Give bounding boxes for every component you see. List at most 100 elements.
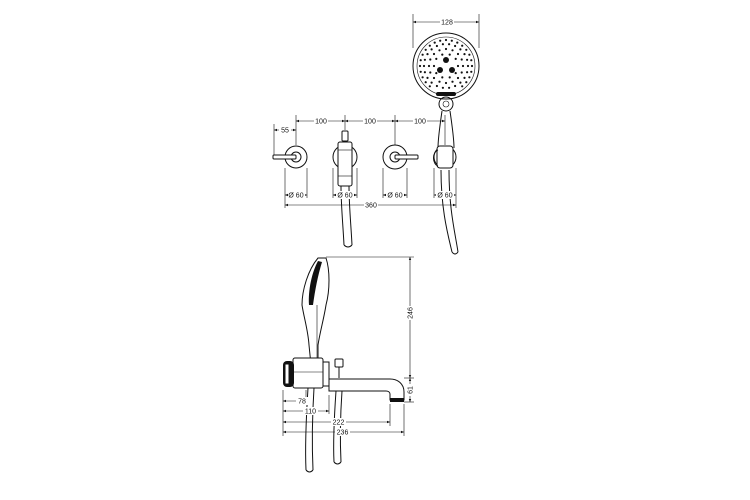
nozzle-dot: [435, 44, 438, 48]
nozzle-dot: [441, 43, 444, 46]
nozzle-dot: [428, 44, 431, 47]
front-view: 128 55 100 100 100 Ø 60 Ø 60 Ø 60 Ø 60 3…: [272, 14, 480, 255]
dim-spacing-3: 100: [414, 119, 426, 126]
nozzle-dot: [441, 86, 444, 89]
nozzle-dot: [444, 81, 448, 85]
nozzle-dot: [465, 48, 468, 51]
nozzle-dot: [456, 52, 460, 56]
nozzle-dot: [444, 38, 448, 42]
dim-height-246: 246: [408, 307, 415, 319]
nozzle-dot: [468, 76, 471, 79]
dim-spout-236: 236: [337, 430, 349, 437]
nozzle-dot: [470, 59, 473, 62]
nozzle-dot: [438, 49, 441, 52]
dim-spacing-1: 100: [315, 119, 327, 126]
nozzle-dot: [466, 58, 469, 61]
hand-shower-head: [412, 32, 480, 149]
dim-diameter-2: Ø 60: [337, 193, 352, 200]
dim-overall-width: 360: [365, 203, 377, 210]
nozzle-dot: [441, 76, 444, 79]
dim-diameter-1: Ø 60: [288, 193, 303, 200]
nozzle-dot: [432, 52, 436, 56]
nozzle-dot: [427, 64, 431, 68]
nozzle-dot: [433, 41, 436, 44]
nozzle-dot: [426, 53, 429, 56]
nozzle-dot: [456, 41, 459, 44]
diverter-knob-side: [334, 358, 344, 378]
nozzle-dot: [430, 81, 433, 84]
nozzle-dot: [454, 72, 457, 75]
nozzle-dot: [460, 71, 463, 74]
nozzle-dot: [465, 81, 468, 84]
nozzle-dot: [421, 76, 424, 79]
nozzle-dot: [448, 43, 451, 46]
dim-head-width: 128: [441, 20, 453, 27]
nozzle-dot: [422, 64, 426, 68]
nozzle-dot: [423, 58, 426, 61]
nozzle-dot: [463, 53, 466, 56]
hand-shower-side: [301, 257, 330, 366]
nozzle-dot: [428, 85, 431, 88]
dim-height-61: 61: [408, 386, 415, 394]
nozzle-dot: [448, 86, 451, 89]
dim-depth-78: 78: [298, 399, 306, 406]
bath-spout-side: [328, 378, 405, 402]
nozzle-dot: [435, 84, 438, 88]
mixer-body-side: [283, 357, 330, 389]
nozzle-dot: [470, 64, 474, 68]
extension-lines-side: [282, 256, 414, 436]
dimension-lines-side: [283, 257, 412, 434]
nozzle-dot: [419, 59, 422, 62]
nozzle-dot: [435, 72, 438, 75]
nozzle-dot: [419, 70, 422, 73]
rosette-diverter: [332, 130, 358, 248]
nozzle-dot: [470, 70, 473, 73]
rosette-left-valve: [272, 145, 308, 169]
dim-diameter-4: Ø 60: [437, 193, 452, 200]
nozzle-dot: [454, 44, 457, 48]
nozzle-dot: [463, 76, 466, 79]
nozzle-dot: [424, 81, 427, 84]
nozzle-dot: [438, 80, 441, 83]
rosette-shower-holder: [433, 145, 457, 169]
nozzle-dot: [441, 53, 444, 56]
nozzle-dot: [424, 48, 427, 51]
nozzle-dot: [454, 57, 457, 61]
nozzle-dot: [421, 53, 424, 56]
nozzle-dot: [444, 47, 448, 51]
nozzle-dot: [459, 48, 462, 51]
nozzle-dot: [430, 48, 433, 51]
nozzle-dot: [468, 53, 471, 56]
nozzle-dot: [439, 39, 442, 42]
nozzle-dot: [448, 76, 451, 79]
nozzle-dot: [454, 84, 457, 88]
dim-depth-110: 110: [305, 409, 316, 416]
nozzle-dot: [451, 49, 454, 52]
nozzle-dot: [448, 53, 451, 56]
nozzle-dot: [423, 71, 426, 74]
nozzle-dot: [429, 58, 432, 61]
nozzle-dot: [461, 85, 464, 88]
nozzle-dot: [459, 81, 462, 84]
dim-diameter-3: Ø 60: [387, 193, 402, 200]
dim-offset-55: 55: [281, 128, 289, 135]
nozzle-dot: [461, 64, 465, 68]
side-view: 246 61 78 110 222 236: [282, 256, 415, 473]
nozzle-dot: [450, 39, 453, 42]
hose-right: [440, 169, 453, 253]
nozzle-dot: [456, 64, 460, 68]
nozzle-dot: [435, 57, 438, 61]
rosette-right-valve: [382, 144, 419, 170]
nozzle-dot: [461, 44, 464, 47]
nozzle-pattern: [418, 38, 474, 89]
nozzle-dot: [426, 76, 429, 79]
dim-spacing-2: 100: [364, 119, 376, 126]
dim-spout-222: 222: [333, 420, 345, 427]
nozzle-dot: [418, 64, 422, 68]
nozzle-dot: [456, 76, 460, 80]
nozzle-dot: [466, 64, 470, 68]
nozzle-dot: [429, 71, 432, 74]
nozzle-dot: [432, 64, 436, 68]
nozzle-dot: [432, 76, 436, 80]
